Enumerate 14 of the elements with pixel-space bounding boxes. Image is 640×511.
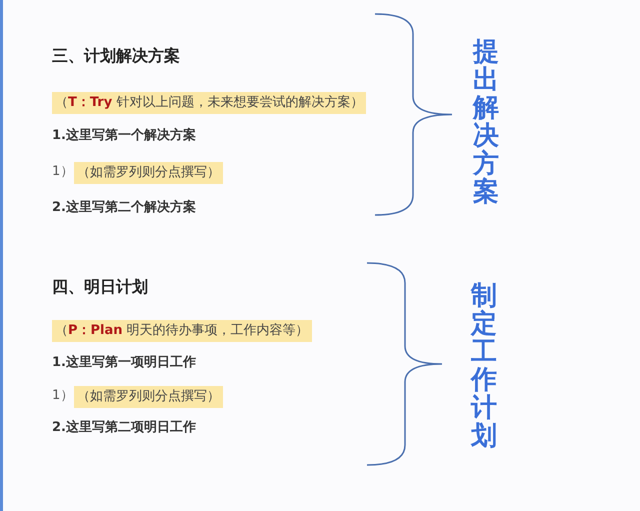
highlighted-note: （T：Try 针对以上问题，未来想要尝试的解决方案） [52, 92, 366, 114]
section-heading: 三、计划解决方案 [52, 46, 180, 66]
highlighted-note: （如需罗列则分点撰写） [74, 386, 223, 408]
sub-item-number: 1） [52, 163, 74, 181]
section-heading: 四、明日计划 [52, 277, 148, 297]
vertical-title: 制定工作计划 [469, 282, 498, 450]
sub-item-number: 1） [52, 387, 74, 405]
list-item: 1.这里写第一个解决方案 [52, 126, 196, 145]
list-item: 2.这里写第二个解决方案 [52, 198, 196, 217]
list-item: 2.这里写第二项明日工作 [52, 418, 196, 437]
highlighted-note: （如需罗列则分点撰写） [74, 162, 223, 184]
list-item: 1.这里写第一项明日工作 [52, 354, 196, 372]
highlighted-note: （P：Plan 明天的待办事项，工作内容等） [52, 320, 312, 342]
vertical-title: 提出解决方案 [472, 38, 500, 206]
